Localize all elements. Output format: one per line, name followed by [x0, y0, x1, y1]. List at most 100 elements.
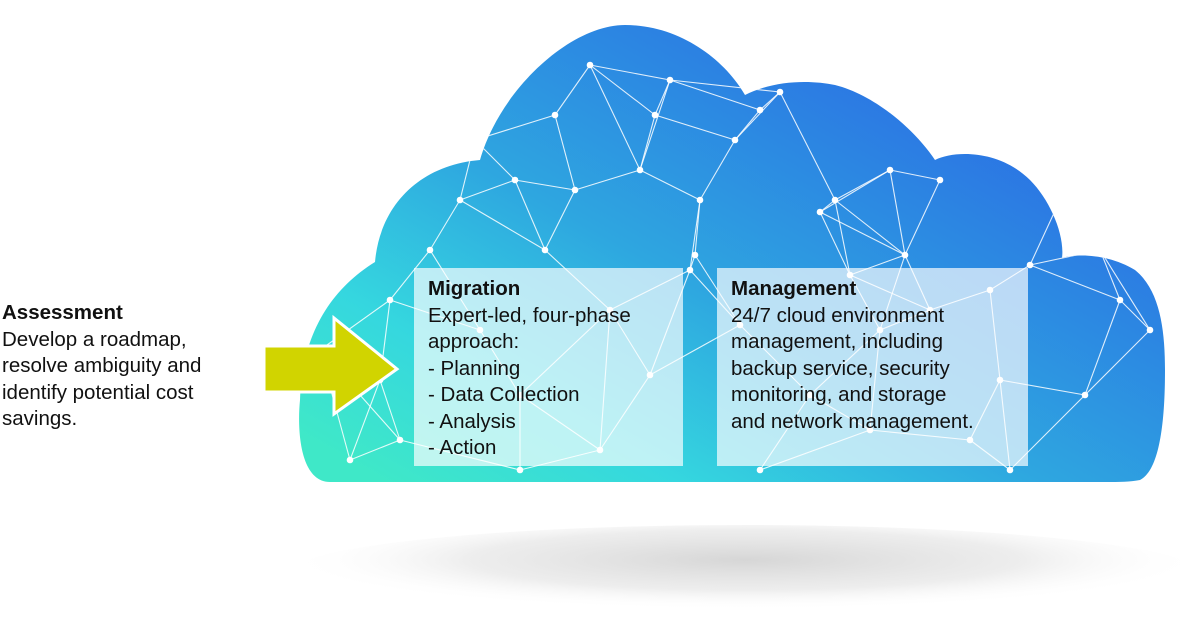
- network-node: [696, 196, 704, 204]
- network-line: [819, 169, 891, 213]
- assessment-line: Develop a roadmap,: [2, 327, 187, 351]
- network-line: [819, 211, 906, 256]
- network-node: [426, 246, 434, 254]
- migration-box: [414, 268, 683, 466]
- network-node: [691, 251, 699, 259]
- migration-title: Migration: [428, 277, 521, 300]
- management-title: Management: [731, 277, 857, 300]
- network-line: [639, 169, 701, 201]
- network-node: [1146, 326, 1154, 334]
- network-line: [669, 79, 761, 111]
- network-node: [1006, 466, 1014, 474]
- network-node: [586, 61, 594, 69]
- network-node: [551, 111, 559, 119]
- network-line: [1084, 329, 1151, 396]
- management-line: 24/7 cloud environment: [731, 303, 945, 327]
- network-node: [541, 246, 549, 254]
- network-node: [636, 166, 644, 174]
- assessment-line: resolve ambiguity and: [2, 354, 202, 377]
- network-line: [379, 379, 401, 441]
- network-node: [901, 251, 909, 259]
- network-line: [514, 179, 576, 191]
- network-line: [834, 199, 851, 276]
- network-line: [639, 79, 671, 171]
- assessment-line: identify potential cost: [2, 380, 194, 404]
- network-line: [389, 249, 431, 301]
- network-line: [699, 139, 736, 201]
- network-node: [936, 176, 944, 184]
- assessment-block: Assessment Develop a roadmap, resolve am…: [2, 300, 262, 433]
- network-node: [346, 456, 354, 464]
- network-line: [734, 91, 781, 141]
- network-line: [574, 169, 641, 191]
- network-node: [816, 208, 824, 216]
- network-line: [349, 439, 401, 461]
- management-line: backup service, security: [731, 356, 950, 380]
- network-line: [834, 199, 906, 256]
- migration-phase-analysis: - Analysis: [428, 409, 516, 433]
- network-node: [666, 76, 674, 84]
- network-line: [904, 179, 941, 256]
- migration-block: Migration Expert-led, four-phase approac…: [428, 276, 631, 462]
- network-node: [1081, 391, 1089, 399]
- network-line: [514, 179, 546, 251]
- network-line: [669, 79, 781, 93]
- network-line: [589, 64, 671, 81]
- network-line: [349, 379, 381, 461]
- network-line: [889, 169, 941, 181]
- network-line: [589, 64, 656, 116]
- network-line: [889, 169, 906, 256]
- assessment-title: Assessment: [2, 301, 123, 324]
- migration-phase-planning: - Planning: [428, 356, 521, 380]
- network-line: [589, 64, 641, 171]
- network-node: [511, 176, 519, 184]
- network-node: [1116, 296, 1124, 304]
- network-line: [554, 64, 591, 116]
- network-line: [554, 114, 576, 191]
- network-node: [731, 136, 739, 144]
- network-line: [544, 189, 576, 251]
- network-node: [651, 111, 659, 119]
- network-node: [1056, 196, 1064, 204]
- network-node: [396, 436, 404, 444]
- network-line: [1059, 199, 1101, 251]
- network-node: [516, 466, 524, 474]
- network-node: [456, 196, 464, 204]
- management-block: Management 24/7 cloud environment manage…: [731, 276, 974, 435]
- network-line: [1084, 299, 1121, 396]
- migration-phase-data-collection: - Data Collection: [428, 383, 580, 406]
- network-line: [429, 199, 461, 251]
- management-box: [717, 268, 1028, 466]
- network-line: [759, 91, 781, 111]
- network-line: [689, 199, 701, 271]
- management-line: management, including: [731, 330, 943, 353]
- network-line: [1099, 249, 1121, 301]
- network-node: [1096, 246, 1104, 254]
- migration-line: Expert-led, four-phase: [428, 303, 631, 327]
- network-node: [471, 136, 479, 144]
- migration-line: approach:: [428, 330, 520, 353]
- network-line: [1119, 299, 1151, 331]
- network-line: [319, 299, 391, 351]
- network-node: [686, 266, 694, 274]
- network-node: [886, 166, 894, 174]
- network-line: [459, 199, 546, 251]
- network-line: [834, 169, 891, 201]
- migration-phase-action: - Action: [428, 436, 497, 459]
- network-line: [1099, 249, 1151, 331]
- network-node: [1026, 261, 1034, 269]
- management-line: and network management.: [731, 409, 974, 433]
- network-node: [756, 466, 764, 474]
- network-node: [756, 106, 764, 114]
- network-node: [571, 186, 579, 194]
- network-node: [831, 196, 839, 204]
- network-line: [654, 114, 736, 141]
- network-node: [776, 88, 784, 96]
- network-line: [819, 211, 851, 276]
- network-line: [1029, 264, 1121, 301]
- assessment-line: savings.: [2, 407, 78, 430]
- right-arrow-icon: [262, 314, 400, 417]
- network-line: [779, 91, 836, 201]
- network-line: [459, 179, 516, 201]
